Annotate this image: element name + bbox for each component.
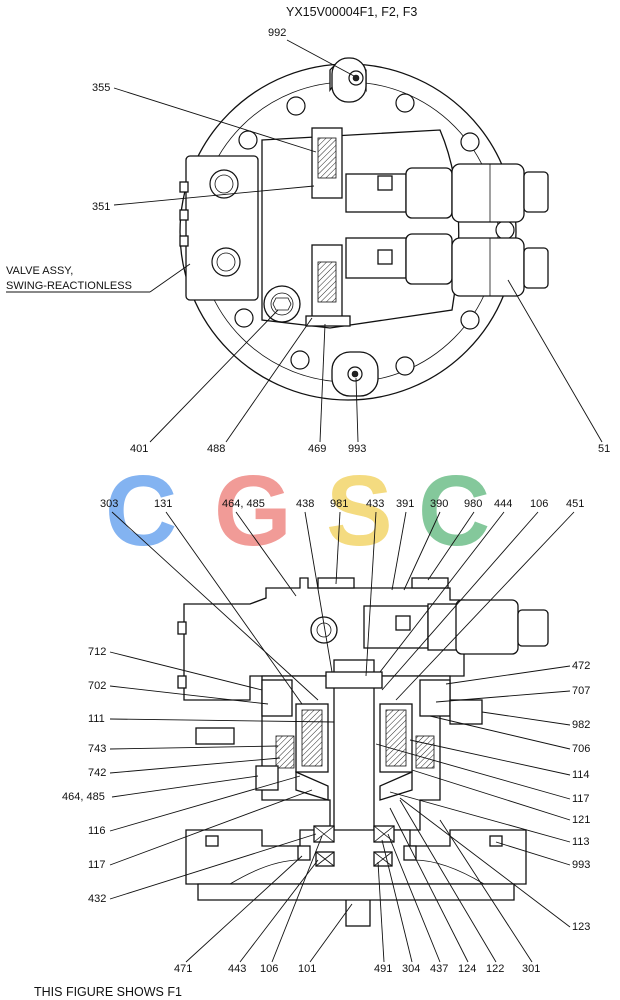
callout-707: 707 <box>572 685 590 697</box>
callout-123: 123 <box>572 921 590 933</box>
callout-469: 469 <box>308 443 326 455</box>
callout-106-bottom: 106 <box>260 963 278 975</box>
callout-443: 443 <box>228 963 246 975</box>
callout-401: 401 <box>130 443 148 455</box>
cgsc-watermark: C G S C <box>105 455 490 567</box>
callout-451: 451 <box>566 498 584 510</box>
watermark-letter-s: S <box>326 455 393 567</box>
top-view-motor <box>179 57 549 401</box>
callout-111: 111 <box>88 713 105 725</box>
callout-982: 982 <box>572 719 590 731</box>
callout-464-485-top: 464, 485 <box>222 498 265 510</box>
callout-101: 101 <box>298 963 316 975</box>
callout-472: 472 <box>572 660 590 672</box>
callout-391: 391 <box>396 498 414 510</box>
callout-992: 992 <box>268 27 286 39</box>
figure-footer-note: THIS FIGURE SHOWS F1 <box>34 985 182 999</box>
callout-122: 122 <box>486 963 504 975</box>
watermark-letter-c1: C <box>105 455 177 567</box>
callout-980: 980 <box>464 498 482 510</box>
callout-464-485-side: 464, 485 <box>62 791 105 803</box>
callout-116: 116 <box>88 825 106 837</box>
callout-702: 702 <box>88 680 106 692</box>
callout-437: 437 <box>430 963 448 975</box>
callout-471: 471 <box>174 963 192 975</box>
section-view-callouts: 303 131 464, 485 438 981 433 391 390 980… <box>62 498 590 975</box>
callout-993-side: 993 <box>572 859 590 871</box>
callout-444: 444 <box>494 498 512 510</box>
callout-303: 303 <box>100 498 118 510</box>
callout-106-top: 106 <box>530 498 548 510</box>
watermark-letter-c2: C <box>418 455 490 567</box>
callout-124: 124 <box>458 963 476 975</box>
callout-488: 488 <box>207 443 225 455</box>
callout-438: 438 <box>296 498 314 510</box>
callout-390: 390 <box>430 498 448 510</box>
callout-712: 712 <box>88 646 106 658</box>
callout-706: 706 <box>572 743 590 755</box>
watermark-letter-g: G <box>214 455 292 567</box>
callout-743: 743 <box>88 743 106 755</box>
callout-113: 113 <box>572 836 590 848</box>
valve-note-line1: VALVE ASSY, <box>6 265 73 277</box>
callout-491: 491 <box>374 963 392 975</box>
callout-121: 121 <box>572 814 590 826</box>
callout-432: 432 <box>88 893 106 905</box>
callout-304: 304 <box>402 963 420 975</box>
diagram-title: YX15V00004F1, F2, F3 <box>286 5 417 19</box>
callout-351: 351 <box>92 201 110 213</box>
callout-355: 355 <box>92 82 110 94</box>
callout-742: 742 <box>88 767 106 779</box>
callout-114: 114 <box>572 769 590 781</box>
callout-433: 433 <box>366 498 384 510</box>
callout-131: 131 <box>154 498 172 510</box>
callout-993-top: 993 <box>348 443 366 455</box>
callout-51: 51 <box>598 443 610 455</box>
callout-117-right: 117 <box>572 793 590 805</box>
valve-note-line2: SWING-REACTIONLESS <box>6 280 132 292</box>
callout-301: 301 <box>522 963 540 975</box>
callout-981: 981 <box>330 498 348 510</box>
section-view-motor <box>177 577 549 927</box>
callout-117-left: 117 <box>88 859 106 871</box>
top-view-callouts: 992 355 351 VALVE ASSY, SWING-REACTIONLE… <box>6 27 610 455</box>
